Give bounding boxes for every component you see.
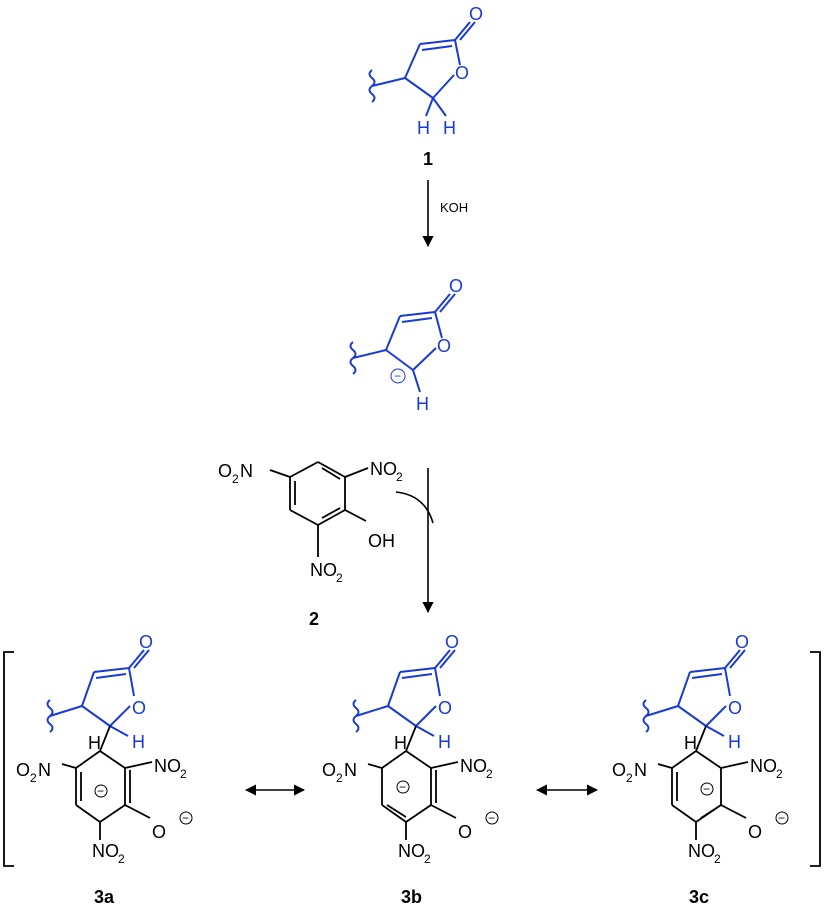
svg-text:−: − xyxy=(778,811,785,825)
svg-text:O: O xyxy=(218,461,232,481)
compound-3c: O O H H O 2 N NO 2 O − − NO 2 3c xyxy=(612,632,789,907)
svg-text:O: O xyxy=(445,632,459,652)
compound-1-ring-o: O xyxy=(455,63,469,83)
svg-text:−: − xyxy=(97,784,104,798)
svg-text:2: 2 xyxy=(714,852,721,866)
svg-text:O: O xyxy=(735,632,749,652)
svg-text:H: H xyxy=(394,733,407,753)
svg-text:2: 2 xyxy=(118,852,125,866)
svg-text:O: O xyxy=(132,698,146,718)
svg-text:3a: 3a xyxy=(94,887,115,907)
svg-text:O: O xyxy=(728,698,742,718)
svg-text:3c: 3c xyxy=(689,887,709,907)
svg-text:NO: NO xyxy=(154,756,181,776)
svg-text:2: 2 xyxy=(424,852,431,866)
anion-minus-charge: − xyxy=(394,369,401,383)
svg-text:−: − xyxy=(703,782,710,796)
compound-1-label: 1 xyxy=(423,149,433,169)
svg-text:O: O xyxy=(152,822,166,842)
picric-no2-left: O 2 N xyxy=(218,461,253,486)
svg-text:3b: 3b xyxy=(401,887,422,907)
compound-2-label: 2 xyxy=(309,609,319,629)
compound-1-h-left: H xyxy=(417,118,430,138)
left-bracket xyxy=(3,651,14,867)
svg-text:2: 2 xyxy=(626,771,633,785)
svg-text:2: 2 xyxy=(396,470,403,484)
svg-text:NO: NO xyxy=(750,756,777,776)
svg-text:NO: NO xyxy=(398,841,425,861)
anion-h: H xyxy=(416,394,429,414)
svg-text:NO: NO xyxy=(92,841,119,861)
picric-oh: OH xyxy=(368,531,395,551)
svg-text:H: H xyxy=(684,733,697,753)
svg-text:N: N xyxy=(634,760,647,780)
compound-3a: O O H H O 2 N NO 2 O − − NO 2 3a xyxy=(16,632,193,907)
svg-text:O: O xyxy=(612,760,626,780)
svg-text:−: − xyxy=(488,811,495,825)
svg-text:N: N xyxy=(38,760,51,780)
compound-3b: O O H H O 2 N NO 2 O − − NO 2 3b xyxy=(322,632,499,907)
svg-text:NO: NO xyxy=(688,841,715,861)
svg-text:2: 2 xyxy=(180,767,187,781)
svg-text:O: O xyxy=(139,632,153,652)
svg-text:2: 2 xyxy=(776,767,783,781)
svg-text:H: H xyxy=(132,732,145,752)
compound-2-picric-acid xyxy=(269,461,369,557)
svg-text:N: N xyxy=(240,461,253,481)
svg-text:−: − xyxy=(399,780,406,794)
svg-text:H: H xyxy=(438,732,451,752)
svg-text:H: H xyxy=(728,732,741,752)
picric-no2-right: NO 2 xyxy=(370,459,403,484)
svg-text:O: O xyxy=(322,760,336,780)
reagent-koh: KOH xyxy=(440,200,468,215)
anion-carbonyl-o: O xyxy=(449,276,463,296)
svg-text:O: O xyxy=(16,760,30,780)
svg-text:−: − xyxy=(182,811,189,825)
svg-text:2: 2 xyxy=(232,472,239,486)
svg-text:O: O xyxy=(748,822,762,842)
svg-text:2: 2 xyxy=(486,767,493,781)
svg-text:2: 2 xyxy=(336,771,343,785)
svg-text:O: O xyxy=(438,698,452,718)
compound-1-carbonyl-o: O xyxy=(469,4,483,24)
svg-text:2: 2 xyxy=(336,571,343,585)
intermediate-anion xyxy=(349,293,456,393)
svg-text:N: N xyxy=(344,760,357,780)
svg-text:2: 2 xyxy=(30,771,37,785)
anion-ring-o: O xyxy=(437,336,451,356)
right-bracket xyxy=(810,651,821,867)
picric-no2-bottom: NO 2 xyxy=(310,560,343,585)
nucleophilic-attack-curved-arrow xyxy=(395,491,434,524)
svg-text:NO: NO xyxy=(370,459,397,479)
compound-1-h-right: H xyxy=(443,118,456,138)
svg-text:NO: NO xyxy=(310,560,337,580)
svg-text:O: O xyxy=(458,822,472,842)
svg-text:H: H xyxy=(88,733,101,753)
compound-1-butenolide xyxy=(368,21,476,117)
svg-text:NO: NO xyxy=(460,756,487,776)
